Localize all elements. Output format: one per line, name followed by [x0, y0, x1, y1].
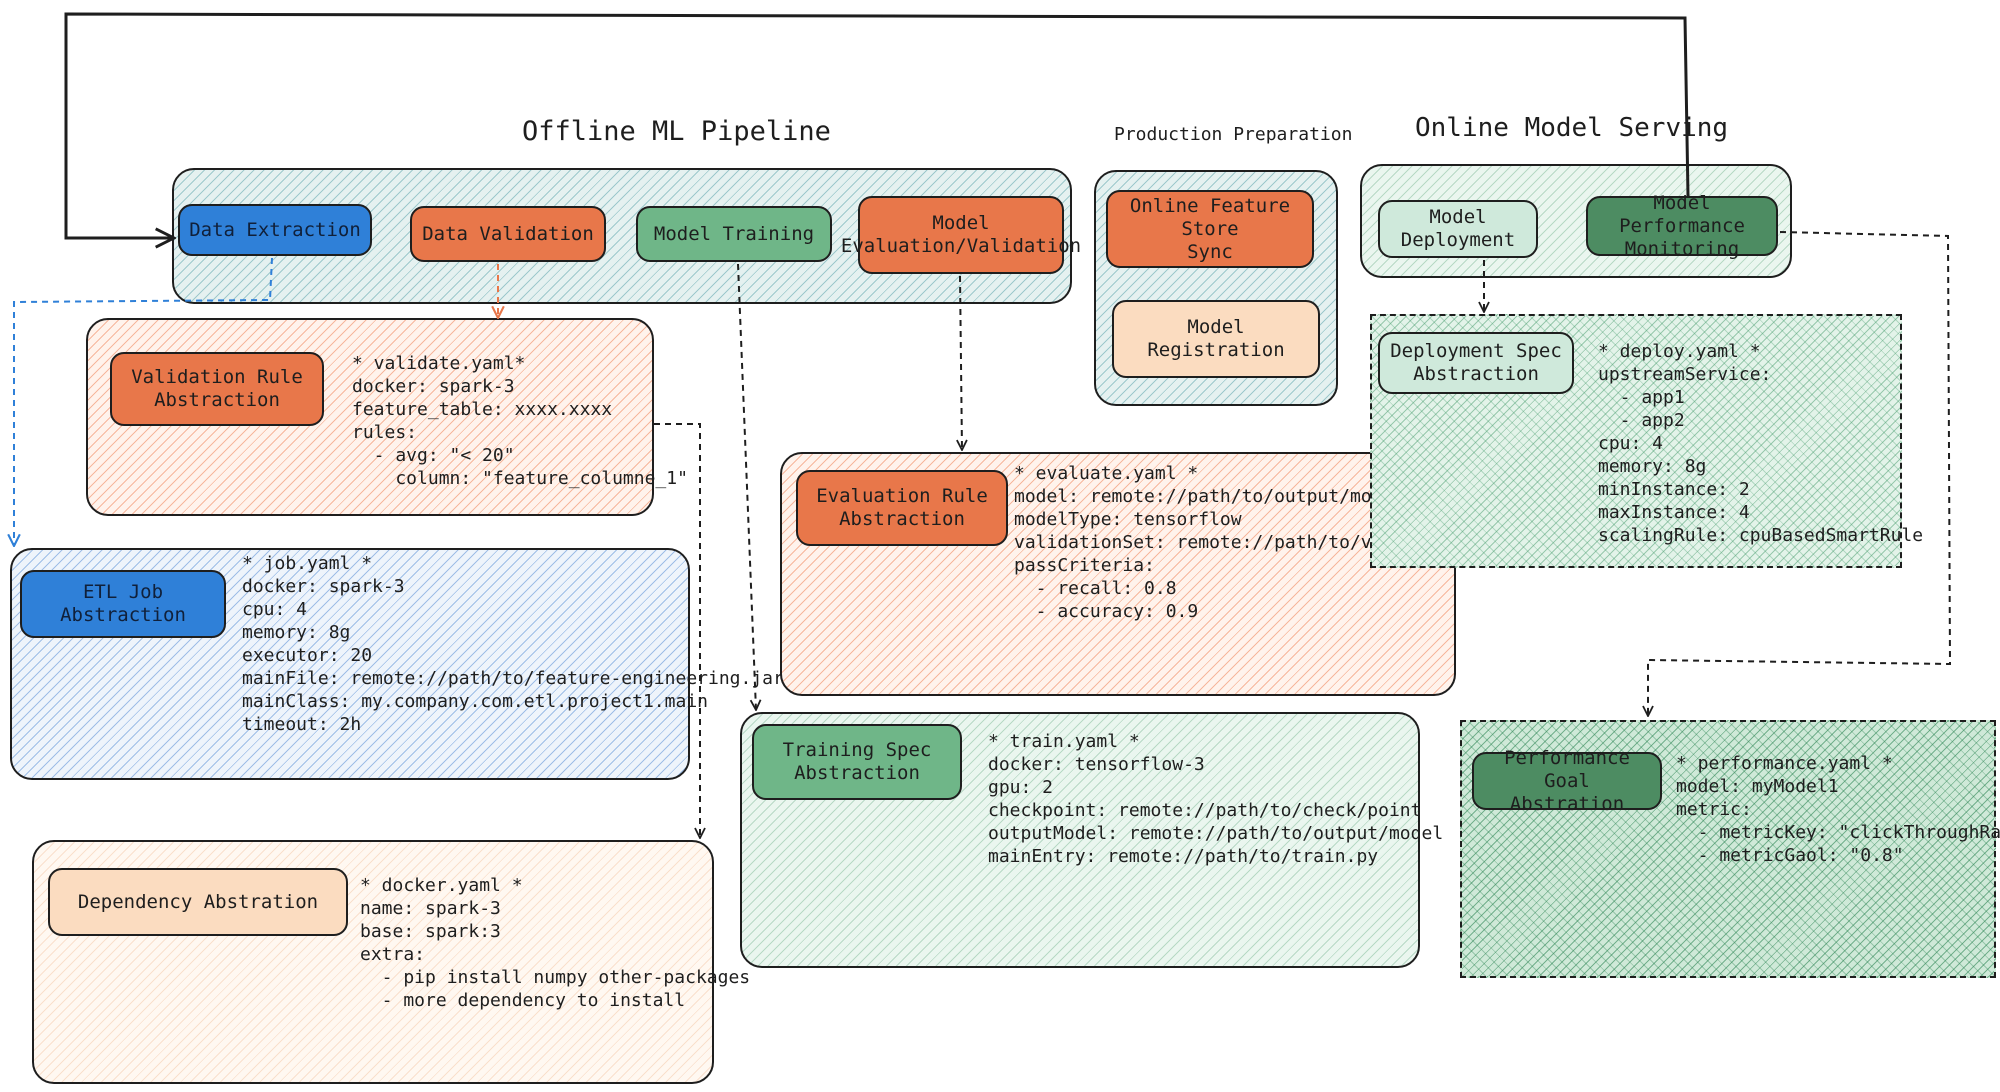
to-dependency-arrow: [654, 423, 700, 838]
data-extraction-node[interactable]: Data Extraction: [178, 204, 372, 256]
deploy-yaml: * deploy.yaml * upstreamService: - app1 …: [1598, 341, 1924, 546]
evaluation-rule-node[interactable]: Evaluation Rule Abstraction: [796, 470, 1008, 546]
validation-rule-panel: [86, 318, 654, 516]
feature-store-sync-node[interactable]: Online Feature Store Sync: [1106, 190, 1314, 268]
offline-pipeline-title: Offline ML Pipeline: [522, 116, 831, 147]
docker-yaml: * docker.yaml * name: spark-3 base: spar…: [360, 875, 751, 1011]
validate-yaml: * validate.yaml* docker: spark-3 feature…: [352, 353, 688, 489]
performance-goal-node[interactable]: Performance Goal Abstration: [1472, 747, 1662, 815]
production-preparation-title: Production Preparation: [1114, 124, 1353, 145]
training-to-spec-arrow: [737, 263, 756, 710]
etl-job-node[interactable]: ETL Job Abstraction: [20, 570, 226, 638]
extraction-to-etl-arrow: [14, 257, 273, 546]
evaluation-to-rule-arrow: [960, 275, 962, 450]
model-training-node[interactable]: Model Training: [636, 206, 832, 262]
performance-yaml: * performance.yaml * model: myModel1 met…: [1676, 753, 2000, 866]
model-performance-monitoring-node[interactable]: Model Performance Monitoring: [1586, 192, 1778, 260]
train-yaml: * train.yaml * docker: tensorflow-3 gpu:…: [988, 731, 1444, 867]
model-registration-node[interactable]: Model Registration: [1112, 300, 1320, 378]
online-serving-title: Online Model Serving: [1415, 113, 1729, 143]
model-evaluation-node[interactable]: Model Evaluation/Validation: [841, 196, 1081, 274]
model-deployment-node[interactable]: Model Deployment: [1378, 200, 1538, 258]
monitoring-to-goal-arrow: [1648, 231, 1952, 716]
training-spec-node[interactable]: Training Spec Abstraction: [752, 724, 962, 800]
job-yaml: * job.yaml * docker: spark-3 cpu: 4 memo…: [242, 553, 784, 735]
validation-rule-node[interactable]: Validation Rule Abstraction: [110, 352, 324, 426]
data-validation-node[interactable]: Data Validation: [410, 206, 606, 262]
dependency-node[interactable]: Dependency Abstration: [48, 868, 348, 936]
feedback-loop-arrow: [64, 12, 1690, 238]
deployment-spec-node[interactable]: Deployment Spec Abstraction: [1378, 332, 1574, 394]
